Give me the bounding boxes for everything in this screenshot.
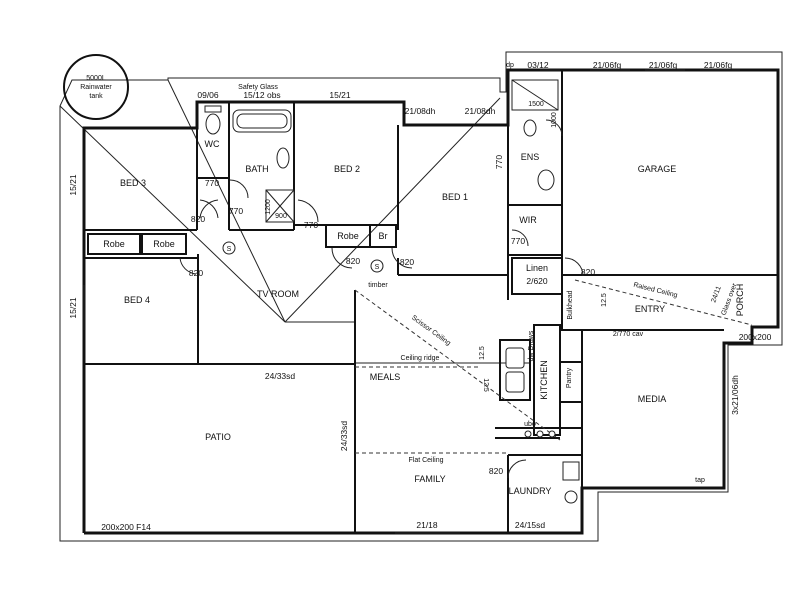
entry-door: 24/11 (710, 285, 722, 303)
room-media: MEDIA (638, 394, 667, 404)
room-wir: WIR (519, 215, 537, 225)
note-ubo: ubo (524, 421, 536, 428)
door-patio-sd: 24/33sd (265, 371, 296, 381)
room-linen: Linen (526, 263, 548, 273)
window-garage-3: 21/06fg (704, 60, 733, 70)
door-garage: 820 (581, 267, 595, 277)
external-walls (82, 68, 780, 535)
window-bath: 15/12 obs (243, 90, 280, 100)
room-porch: PORCH (735, 284, 745, 317)
door-bed1: 820 (400, 257, 414, 267)
window-media: 3x21/06dh (730, 375, 740, 415)
note-ceiling-ridge: Ceiling ridge (401, 355, 440, 362)
door-bath: 770 (229, 206, 243, 216)
linen-size: 2/620 (526, 276, 548, 286)
window-labels: 03/12 21/06fg 21/06fg 21/06fg 09/06 Safe… (68, 60, 772, 532)
smoke-detector-icon (370, 259, 384, 273)
fixtures (204, 79, 580, 504)
door-family-sd: 24/33sd (339, 421, 349, 452)
door-labels: 770 770 770 770 770 820 820 820 820 820 … (189, 101, 595, 476)
robe-3: Robe (337, 231, 359, 241)
room-laundry: LAUNDRY (509, 486, 552, 496)
room-meals: MEALS (370, 372, 401, 382)
note-downpipe: dp (506, 62, 514, 69)
door-media-cav: 2/770 cav (613, 331, 644, 338)
ens-shower-1500: 1500 (528, 101, 544, 108)
tank-capacity: 5000L (86, 75, 106, 82)
note-tap: tap (695, 477, 705, 484)
window-wc: 09/06 (197, 90, 219, 100)
note-pitch-1: 12.5 (479, 346, 486, 360)
door-bed3: 820 (191, 214, 205, 224)
window-bed2: 15/21 (329, 90, 351, 100)
door-wc: 770 (205, 178, 219, 188)
smoke-detectors: S S (222, 241, 384, 273)
room-family: FAMILY (414, 474, 445, 484)
room-entry: ENTRY (635, 304, 665, 314)
door-laundry: 820 (489, 466, 503, 476)
note-timber: timber (368, 282, 388, 289)
note-scissor-ceiling: Scissor Ceiling (410, 314, 452, 347)
room-bath: BATH (245, 164, 268, 174)
note-pitch-3: 12.5 (601, 293, 608, 307)
robe-2: Robe (153, 239, 175, 249)
window-garage-2: 21/06fg (649, 60, 678, 70)
door-ens: 770 (494, 155, 504, 169)
rainwater-tank: 5000L Rainwater tank (63, 54, 129, 120)
room-labels: BED 3 BED 2 BED 1 BED 4 WC BATH ENS WIR … (103, 139, 745, 496)
tank-label-1: Rainwater (80, 84, 112, 91)
window-bed3: 15/21 (68, 174, 78, 196)
room-patio: PATIO (205, 432, 231, 442)
room-pantry: Pantry (566, 367, 573, 388)
room-bed3: BED 3 (120, 178, 146, 188)
smoke-detector-1: S (227, 246, 232, 253)
patio-post: 200x200 F14 (101, 522, 151, 532)
window-bed1-b: 21/08dh (465, 106, 496, 116)
smoke-detector-2: S (375, 264, 380, 271)
door-swings (179, 119, 584, 479)
ens-vanity-1000: 1000 (551, 112, 558, 128)
smoke-detector-icon (222, 241, 236, 255)
room-kitchen: KITCHEN (539, 360, 549, 400)
window-family: 21/18 (416, 520, 438, 530)
note-flat-ceiling: Flat Ceiling (408, 457, 443, 464)
note-drawers: dw Draws (528, 330, 535, 361)
room-bed4: BED 4 (124, 295, 150, 305)
window-03-12: 03/12 (527, 60, 549, 70)
shower-900: 900 (275, 213, 287, 220)
window-garage-1: 21/06fg (593, 60, 622, 70)
door-bed4: 820 (189, 268, 203, 278)
door-wir: 770 (511, 236, 525, 246)
shower-1200: 1200 (265, 199, 272, 215)
roof-outline (59, 51, 783, 542)
door-laundry-sd: 24/15sd (515, 520, 546, 530)
room-wc: WC (205, 139, 220, 149)
porch-post: 200x200 (739, 332, 772, 342)
window-safety-glass: Safety Glass (238, 84, 278, 91)
note-pitch-2: 12.5 (482, 378, 489, 392)
window-marks (83, 69, 740, 534)
room-br: Br (379, 231, 388, 241)
window-bed1-a: 21/08dh (405, 106, 436, 116)
room-bed1: BED 1 (442, 192, 468, 202)
room-tv: TV ROOM (257, 289, 299, 299)
window-bed4: 15/21 (68, 297, 78, 319)
room-garage: GARAGE (638, 164, 677, 174)
door-bed2: 770 (304, 220, 318, 230)
robe-1: Robe (103, 239, 125, 249)
tank-label-2: tank (89, 93, 103, 100)
note-bulkhead: Bulkhead (567, 290, 574, 319)
room-bed2: BED 2 (334, 164, 360, 174)
room-ens: ENS (521, 152, 540, 162)
door-robe: 820 (346, 256, 360, 266)
